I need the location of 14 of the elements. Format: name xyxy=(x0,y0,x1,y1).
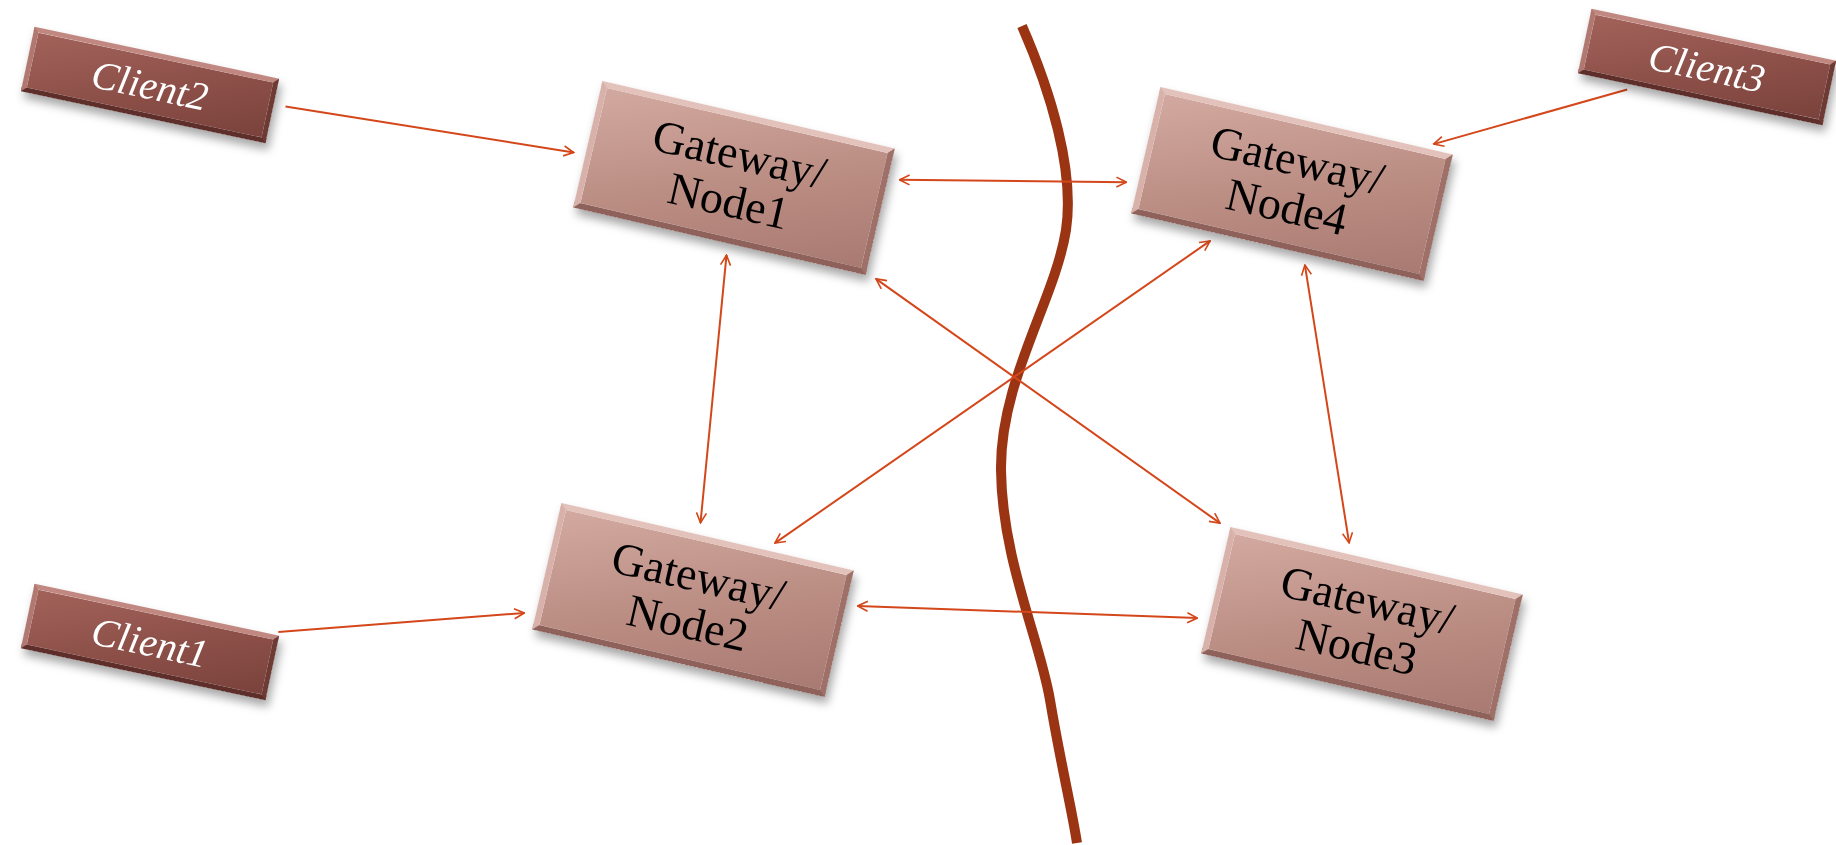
node-label: Client1 xyxy=(87,606,213,678)
arrow xyxy=(695,254,732,524)
node-label: Gateway/ Node2 xyxy=(605,530,792,664)
arrow xyxy=(1432,88,1629,147)
node-label: Gateway/ Node4 xyxy=(1204,114,1391,248)
node-label: Gateway/ Node1 xyxy=(646,108,833,242)
arrow xyxy=(875,277,1221,525)
arrow xyxy=(773,239,1212,545)
node-label: Client2 xyxy=(87,49,213,121)
node-label: Client3 xyxy=(1644,31,1770,103)
node-label: Gateway/ Node3 xyxy=(1274,554,1461,688)
arrow xyxy=(856,600,1199,624)
arrow xyxy=(898,174,1128,188)
arrow xyxy=(1300,264,1354,544)
